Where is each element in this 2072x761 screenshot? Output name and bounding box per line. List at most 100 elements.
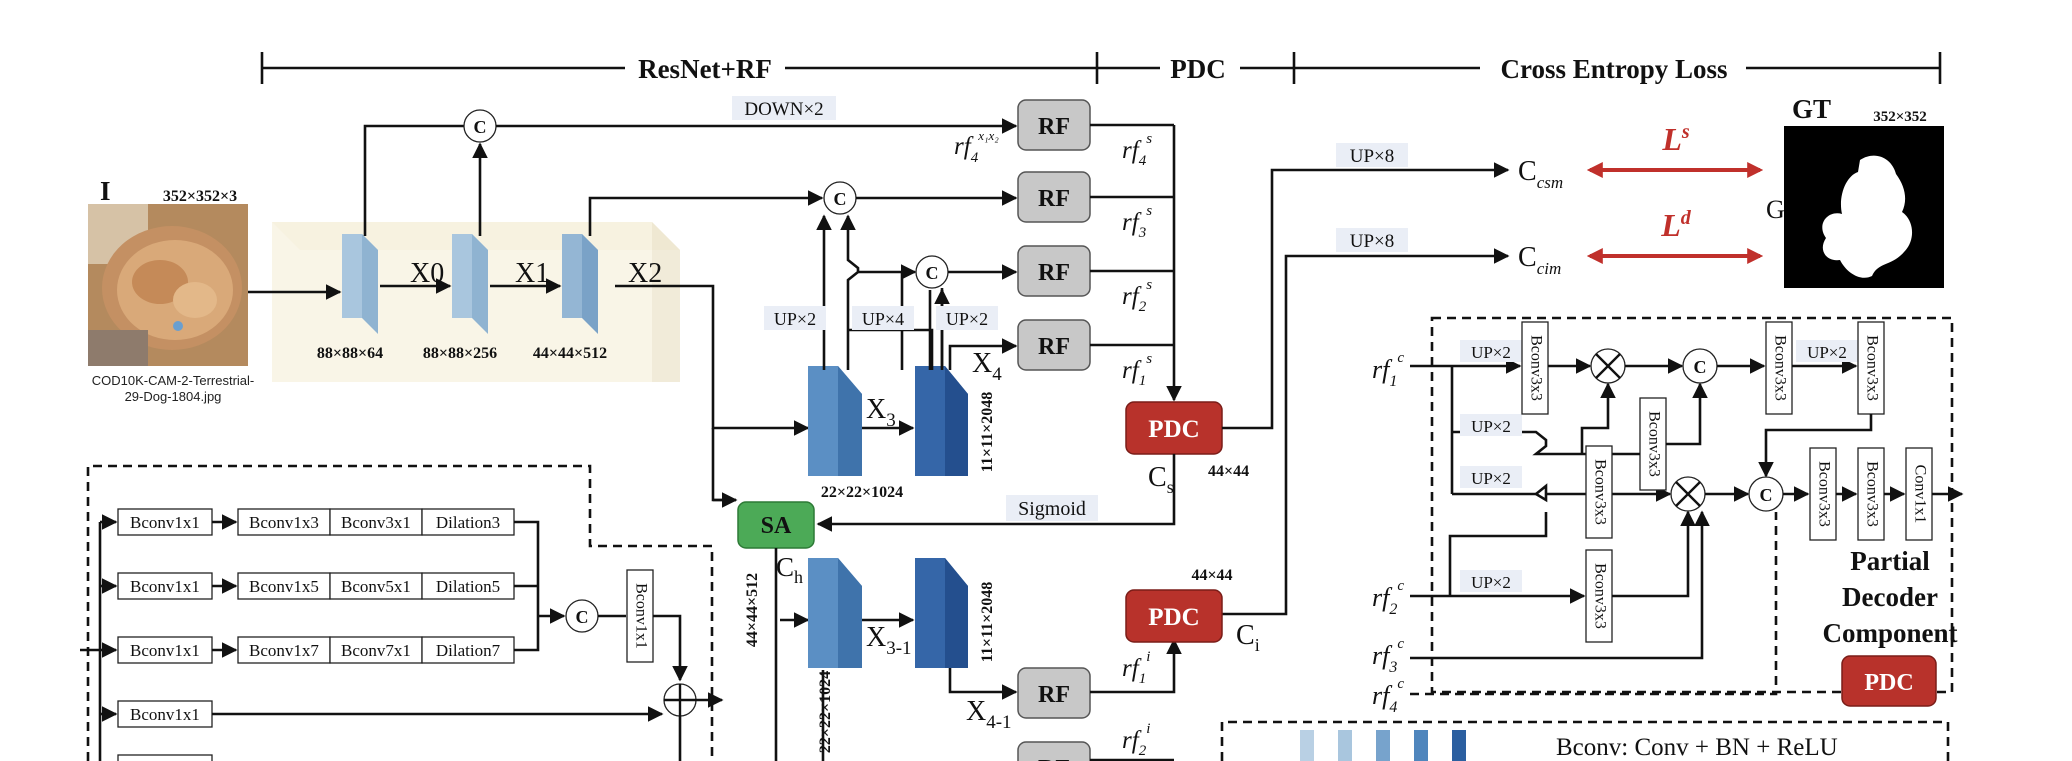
- dim-x2: 44×44×512: [533, 345, 607, 362]
- pdc-up2-e: UP×2: [1471, 573, 1511, 592]
- gt-mask-image: [1784, 126, 1944, 288]
- input-image: [88, 204, 248, 366]
- svg-text:Bconv1x1: Bconv1x1: [632, 583, 649, 649]
- svg-text:Bconv3x3: Bconv3x3: [1645, 411, 1662, 477]
- svg-text:Bconv1x1: Bconv1x1: [130, 641, 200, 660]
- svg-text:Bconv1x1: Bconv1x1: [130, 513, 200, 532]
- pdc-box-s: PDC: [1125, 401, 1223, 455]
- dim-x3: 22×22×1024: [821, 484, 903, 501]
- pdc-module-title: Partial Decoder Component: [1822, 546, 1957, 648]
- svg-text:C: C: [1694, 357, 1707, 377]
- pdc-bconv-f: Bconv3x3: [1809, 447, 1837, 541]
- svg-text:Conv1x1: Conv1x1: [1911, 465, 1928, 524]
- svg-text:PDC: PDC: [1864, 670, 1913, 696]
- pdc-up2-a: UP×2: [1471, 343, 1511, 362]
- ci-label: Ci: [1236, 620, 1260, 655]
- input-filename-line2: 29-Dog-1804.jpg: [125, 389, 222, 404]
- svg-text:rf3s: rf3s: [1122, 203, 1152, 241]
- rf-box-2: RF: [1017, 245, 1091, 297]
- dim-x1: 88×88×256: [423, 345, 497, 362]
- rf-s-labels: rf4s rf3s rf2s rf1s: [1122, 131, 1152, 389]
- dim-x0: 88×88×64: [317, 345, 383, 362]
- svg-text:Component: Component: [1822, 618, 1957, 648]
- svg-text:Bconv3x3: Bconv3x3: [1527, 335, 1544, 401]
- svg-text:Partial: Partial: [1850, 546, 1930, 576]
- svg-text:PDC: PDC: [1148, 604, 1199, 631]
- legend-blocks: [1300, 730, 1466, 761]
- svg-text:Bconv3x3: Bconv3x3: [1591, 459, 1608, 525]
- svg-text:PDC: PDC: [1148, 416, 1199, 443]
- cs-label: Cs: [1148, 462, 1174, 497]
- pdc-s-dim: 44×44: [1208, 463, 1249, 480]
- svg-text:RF: RF: [1038, 756, 1070, 761]
- pdc-up2-c: UP×2: [1471, 469, 1511, 488]
- pdc-bconv-e: Bconv3x3: [1857, 321, 1885, 415]
- pdc-up2-d: UP×2: [1807, 343, 1847, 362]
- rf-module-row4: Bconv1x1: [117, 700, 213, 761]
- svg-text:Bconv3x3: Bconv3x3: [1591, 563, 1608, 629]
- svg-text:rf2s: rf2s: [1122, 277, 1152, 315]
- up2-label-a: UP×2: [774, 309, 816, 329]
- svg-text:rf4s: rf4s: [1122, 131, 1152, 169]
- svg-text:RF: RF: [1038, 186, 1070, 212]
- svg-text:Bconv1x1: Bconv1x1: [130, 577, 200, 596]
- gt-label: GT: [1792, 94, 1831, 124]
- svg-text:Bconv3x3: Bconv3x3: [1863, 335, 1880, 401]
- dim-ch: 44×44×512: [744, 573, 761, 647]
- sa-box: SA: [737, 501, 815, 549]
- x4-1-label: X4-1: [966, 696, 1012, 733]
- section-pdc-label: PDC: [1170, 54, 1226, 84]
- svg-text:Dilation3: Dilation3: [436, 513, 500, 532]
- rf-box-3: RF: [1017, 171, 1091, 223]
- feature-block-x3-1: [808, 558, 862, 668]
- pdc-bconv-g: Bconv3x3: [1857, 447, 1885, 541]
- rf-module-row1: Bconv1x1 Bconv1x3 Bconv3x1 Dilation3: [117, 508, 515, 536]
- input-size: 352×352×3: [163, 188, 237, 205]
- svg-text:Dilation5: Dilation5: [436, 577, 500, 596]
- ld-label: Ld: [1660, 207, 1692, 243]
- svg-text:Bconv7x1: Bconv7x1: [341, 641, 411, 660]
- rf-module-out-conv: Bconv1x1: [626, 569, 654, 663]
- rf-box-1: RF: [1017, 319, 1091, 371]
- svg-text:Bconv3x3: Bconv3x3: [1771, 335, 1788, 401]
- rf-box-i2: RF: [1017, 741, 1091, 761]
- rf-i2-label: rf2i: [1122, 721, 1150, 759]
- svg-text:C: C: [834, 189, 847, 209]
- feature-block-x1: [452, 234, 488, 334]
- pdc-i-dim: 44×44: [1191, 567, 1232, 584]
- svg-text:rf3c: rf3c: [1372, 636, 1404, 676]
- svg-text:Bconv5x1: Bconv5x1: [341, 577, 411, 596]
- dim-x4-1: 11×11×2048: [979, 582, 996, 662]
- up4-label: UP×4: [862, 309, 904, 329]
- x3-1-label: X3-1: [866, 622, 912, 659]
- down2-label: DOWN×2: [744, 99, 823, 120]
- svg-text:Bconv1x7: Bconv1x7: [249, 641, 319, 660]
- x4-label: X4: [972, 348, 1002, 385]
- rf-module-row3: Bconv1x1 Bconv1x7 Bconv7x1 Dilation7: [117, 636, 515, 664]
- feature-block-x2: [562, 234, 598, 334]
- ls-label: Ls: [1661, 121, 1690, 157]
- section-header: ResNet+RF PDC Cross Entropy Loss: [260, 50, 1942, 86]
- section-resnet-rf-label: ResNet+RF: [638, 54, 772, 84]
- rf-module-row2: Bconv1x1 Bconv1x5 Bconv5x1 Dilation5: [117, 572, 515, 600]
- csm-label: Ccsm: [1518, 156, 1563, 192]
- svg-text:C: C: [926, 263, 939, 283]
- pdc-bconv-h: Bconv3x3: [1585, 549, 1613, 643]
- svg-text:SA: SA: [761, 513, 792, 539]
- rf-box-4: RF: [1017, 99, 1091, 151]
- feature-block-x4-1: [915, 558, 968, 668]
- pdc-bconv-d: Bconv3x3: [1765, 321, 1793, 415]
- gt-size: 352×352: [1873, 109, 1927, 125]
- x0-label: X0: [410, 258, 444, 289]
- svg-text:Bconv1x3: Bconv1x3: [249, 513, 319, 532]
- x2-label: X2: [628, 258, 662, 289]
- pdc-bconv-c: Bconv3x3: [1585, 445, 1613, 539]
- rf-box-i1: RF: [1017, 667, 1091, 719]
- input-label: I: [100, 176, 111, 206]
- pdc-module-inputs: rf1c rf2c rf3c rf4c: [1372, 350, 1404, 716]
- svg-text:Dilation7: Dilation7: [436, 641, 501, 660]
- pdc-module-badge: PDC: [1841, 655, 1937, 707]
- svg-text:Bconv3x3: Bconv3x3: [1863, 461, 1880, 527]
- g-label: G: [1766, 195, 1785, 224]
